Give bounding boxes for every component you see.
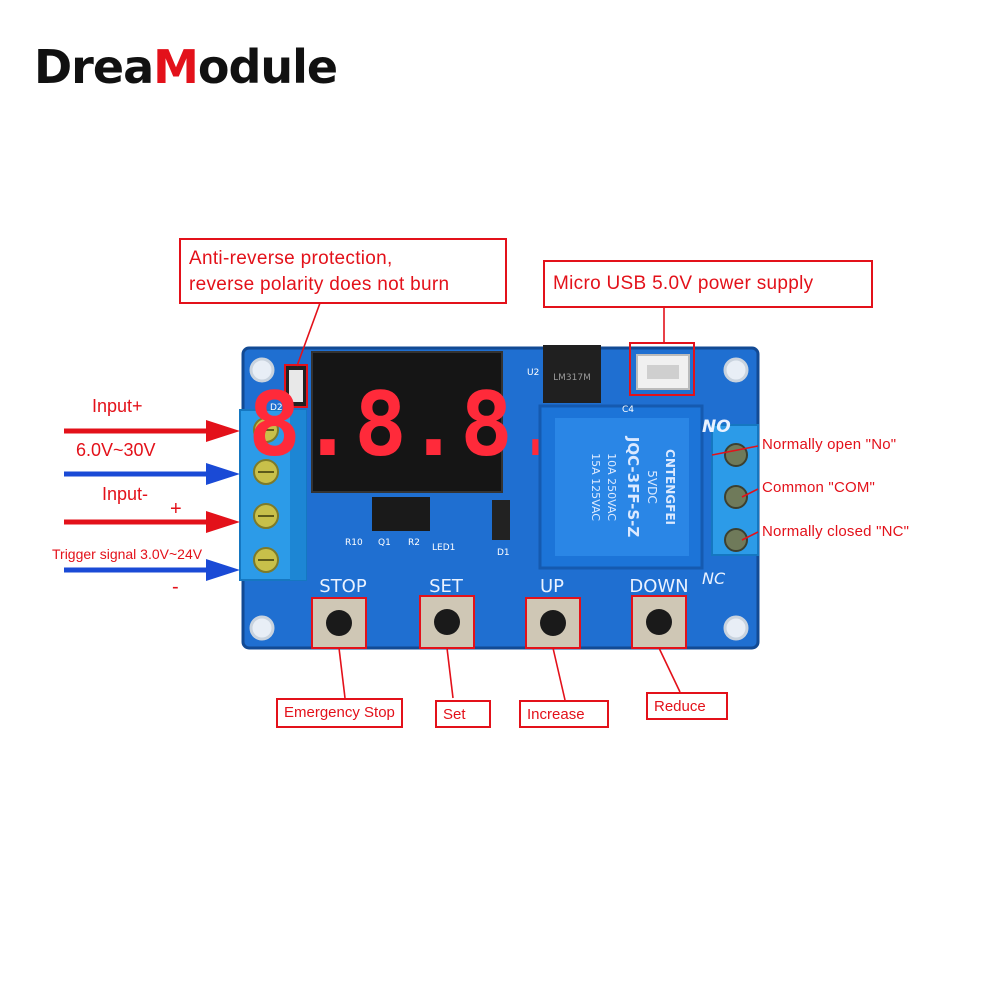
relay-rating2: 15A 125VAC	[589, 453, 602, 521]
silk-nc: NC	[702, 569, 726, 588]
silk-r2: R2	[408, 538, 420, 548]
output-screws	[724, 443, 748, 552]
brand-part1: Drea	[34, 40, 154, 94]
mounting-hole	[249, 357, 275, 383]
diode-d1	[492, 500, 510, 540]
micro-usb-callout: Micro USB 5.0V power supply	[543, 260, 873, 308]
silk-led1: LED1	[432, 543, 455, 553]
usb-highlight	[629, 342, 695, 396]
silk-no: NO	[702, 417, 731, 437]
micro-usb-label: Micro USB 5.0V power supply	[553, 273, 814, 294]
normally-open-label: Normally open "No"	[762, 436, 897, 453]
relay-voltage: 5VDC	[645, 470, 659, 503]
optocoupler-chip	[372, 497, 430, 531]
input-screws	[253, 417, 279, 573]
input-plus-label: Input+	[92, 396, 143, 416]
emergency-stop-label: Emergency Stop	[284, 704, 395, 721]
set-label: Set	[443, 706, 466, 723]
silk-down: DOWN	[629, 576, 688, 597]
stop-button[interactable]	[311, 597, 367, 649]
regulator-label: LM317M	[553, 373, 591, 383]
voltage-regulator	[543, 345, 601, 403]
normally-closed-label: Normally closed "NC"	[762, 523, 910, 540]
relay-model: JQC-3FF-S-Z	[624, 436, 642, 538]
trigger-signal-label: Trigger signal 3.0V~24V	[52, 546, 203, 562]
down-button[interactable]	[631, 595, 687, 649]
silk-d2: D2	[270, 403, 283, 413]
silk-stop: STOP	[319, 576, 367, 597]
reduce-label: Reduce	[654, 698, 706, 715]
silk-up: UP	[540, 576, 564, 597]
silk-u2: U2	[527, 368, 539, 378]
mounting-hole	[723, 357, 749, 383]
brand-part2: M	[153, 40, 199, 94]
voltage-range-label: 6.0V~30V	[76, 440, 156, 460]
anti-reverse-line2: reverse polarity does not burn	[189, 274, 450, 295]
anti-reverse-line1: Anti-reverse protection,	[189, 248, 393, 269]
silk-set: SET	[429, 576, 464, 597]
common-label: Common "COM"	[762, 479, 876, 496]
silk-r10: R10	[345, 538, 363, 548]
display-digits: 8.8.8.	[248, 373, 566, 476]
seven-segment-display	[311, 351, 503, 493]
brand-logo: DreaModule	[34, 40, 338, 94]
emergency-stop-callout: Emergency Stop	[276, 698, 403, 728]
input-minus-label: Input-	[102, 484, 149, 504]
trigger-minus-label: -	[172, 576, 179, 598]
brand-part3: odule	[197, 40, 338, 94]
relay-markings: CNTENGFEI 5VDC JQC-3FF-S-Z 10A 250VAC 15…	[589, 436, 677, 538]
silk-q1: Q1	[378, 538, 391, 548]
leader-lines	[296, 302, 759, 701]
increase-callout: Increase	[519, 700, 609, 728]
set-button[interactable]	[419, 595, 475, 649]
silk-c4: C4	[622, 405, 634, 415]
mounting-hole	[723, 615, 749, 641]
set-callout: Set	[435, 700, 491, 728]
arrows	[64, 420, 240, 581]
mounting-hole	[249, 615, 275, 641]
relay-brand: CNTENGFEI	[663, 449, 677, 525]
anti-reverse-callout: Anti-reverse protection, reverse polarit…	[179, 238, 507, 304]
silk-d1: D1	[497, 548, 510, 558]
reduce-callout: Reduce	[646, 692, 728, 720]
up-button[interactable]	[525, 597, 581, 649]
increase-label: Increase	[527, 706, 585, 723]
relay-rating1: 10A 250VAC	[605, 453, 618, 521]
trigger-plus-label: +	[170, 498, 182, 520]
